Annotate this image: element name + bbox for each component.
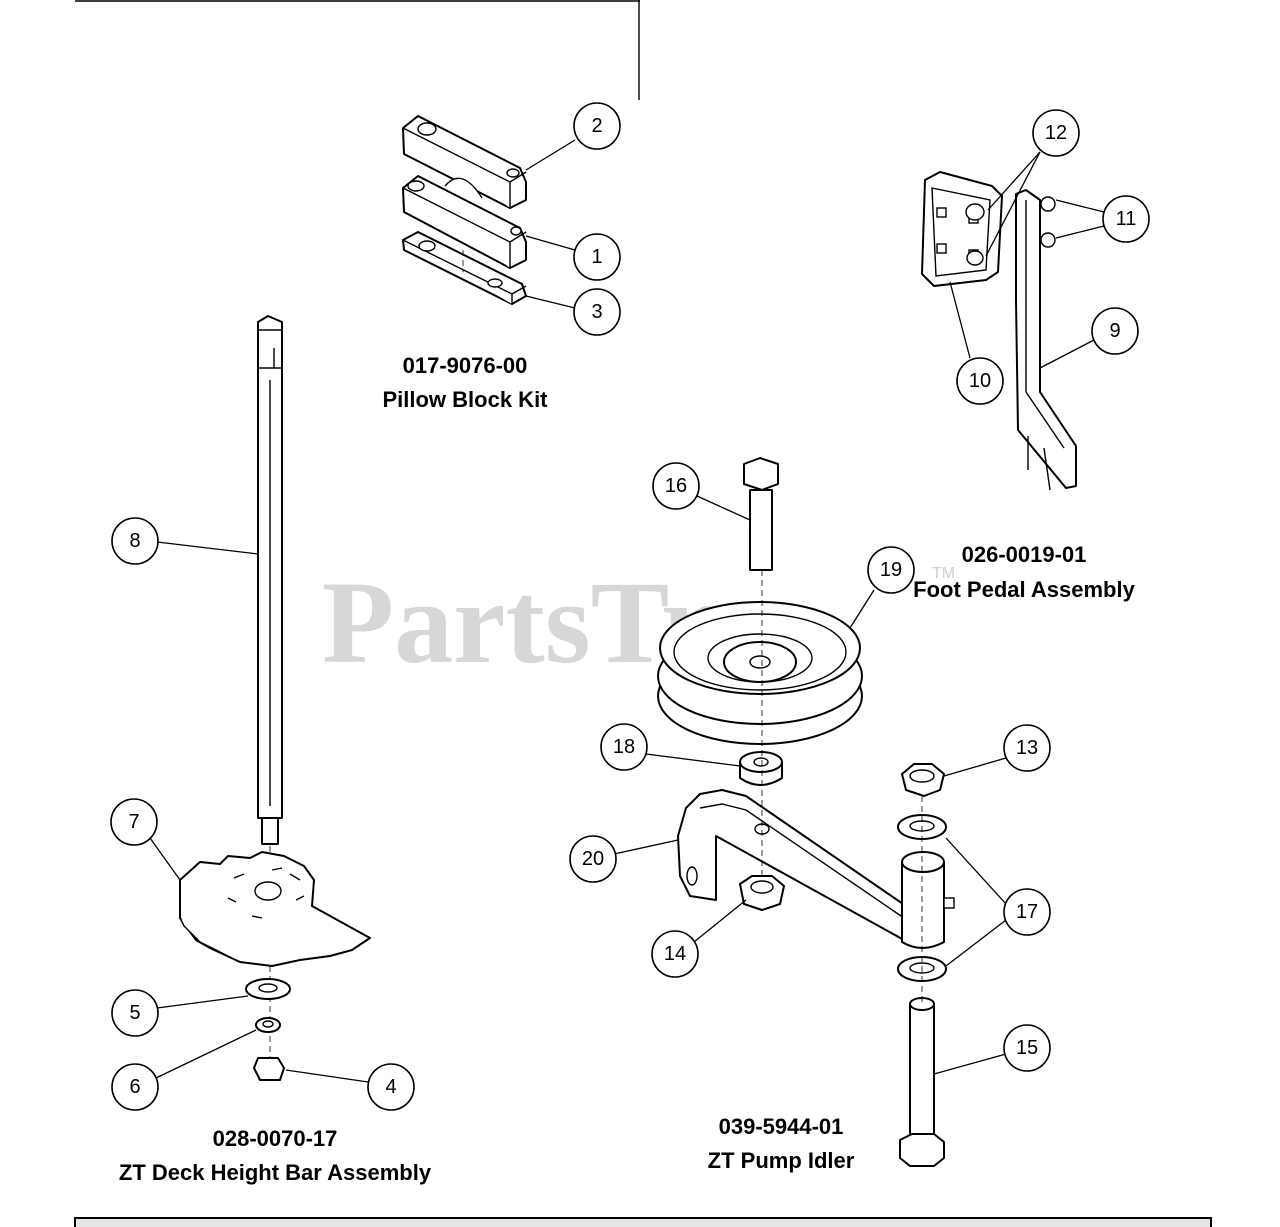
watermark-tm: TM — [932, 565, 955, 582]
callout-20[interactable]: 20 — [569, 835, 617, 883]
pump-idler-part-no: 039-5944-01 — [719, 1114, 844, 1139]
callout-16[interactable]: 16 — [652, 462, 700, 510]
callout-10[interactable]: 10 — [956, 357, 1004, 405]
callout-12[interactable]: 12 — [1032, 109, 1080, 157]
callout-11-label: 11 — [1116, 208, 1137, 230]
callout-18-label: 18 — [613, 736, 635, 758]
deck-height-bar-part-no: 028-0070-17 — [213, 1126, 338, 1151]
callout-4-label: 4 — [385, 1076, 396, 1098]
callout-12-label: 12 — [1045, 122, 1067, 144]
callout-17-label: 17 — [1016, 901, 1038, 923]
leader-lines — [149, 139, 1105, 1083]
foot-pedal-part-no: 026-0019-01 — [962, 542, 1087, 567]
pillow-block-kit-drawing — [402, 115, 527, 305]
callout-11[interactable]: 11 — [1102, 195, 1150, 243]
callout-6-label: 6 — [129, 1076, 140, 1098]
pillow-block-part-no: 017-9076-00 — [403, 353, 528, 378]
callout-20-label: 20 — [582, 848, 604, 870]
callout-14[interactable]: 14 — [651, 930, 699, 978]
foot-pedal-drawing — [921, 171, 1077, 491]
callout-1[interactable]: 1 — [573, 233, 621, 281]
callout-3[interactable]: 3 — [573, 288, 621, 336]
assembly-label-pump-idler[interactable]: 039-5944-01 ZT Pump Idler — [708, 1114, 855, 1173]
pump-idler-name: ZT Pump Idler — [708, 1148, 855, 1173]
callout-19-label: 19 — [880, 559, 902, 581]
callout-9-label: 9 — [1109, 320, 1120, 342]
callout-16-label: 16 — [665, 475, 687, 497]
frame-lines — [74, 0, 1212, 1227]
pump-idler-drawing — [657, 457, 955, 1167]
foot-pedal-name: Foot Pedal Assembly — [913, 577, 1135, 602]
callout-7[interactable]: 7 — [110, 798, 158, 846]
callout-5[interactable]: 5 — [111, 989, 159, 1037]
deck-height-bar-drawing — [179, 315, 371, 1081]
callout-13-label: 13 — [1016, 737, 1038, 759]
callout-4[interactable]: 4 — [367, 1063, 415, 1111]
callout-6[interactable]: 6 — [111, 1063, 159, 1111]
callout-2-label: 2 — [591, 115, 602, 137]
callout-7-label: 7 — [128, 811, 139, 833]
callout-8[interactable]: 8 — [111, 517, 159, 565]
callout-8-label: 8 — [129, 530, 140, 552]
deck-height-bar-name: ZT Deck Height Bar Assembly — [119, 1160, 432, 1185]
pillow-block-name: Pillow Block Kit — [382, 387, 548, 412]
callout-17[interactable]: 17 — [1003, 888, 1051, 936]
callout-9[interactable]: 9 — [1091, 307, 1139, 355]
callout-3-label: 3 — [591, 301, 602, 323]
callout-13[interactable]: 13 — [1003, 724, 1051, 772]
callout-18[interactable]: 18 — [600, 723, 648, 771]
callout-19[interactable]: 19 — [867, 546, 915, 594]
callout-15-label: 15 — [1016, 1037, 1038, 1059]
assembly-label-deck-height-bar[interactable]: 028-0070-17 ZT Deck Height Bar Assembly — [119, 1126, 432, 1185]
callout-5-label: 5 — [129, 1002, 140, 1024]
assembly-label-pillow-block[interactable]: 017-9076-00 Pillow Block Kit — [382, 353, 548, 412]
callout-15[interactable]: 15 — [1003, 1024, 1051, 1072]
assembly-label-foot-pedal[interactable]: 026-0019-01 Foot Pedal Assembly — [913, 542, 1135, 602]
callout-2[interactable]: 2 — [573, 102, 621, 150]
callout-1-label: 1 — [591, 246, 602, 268]
callout-14-label: 14 — [664, 943, 686, 965]
callout-10-label: 10 — [969, 370, 991, 392]
